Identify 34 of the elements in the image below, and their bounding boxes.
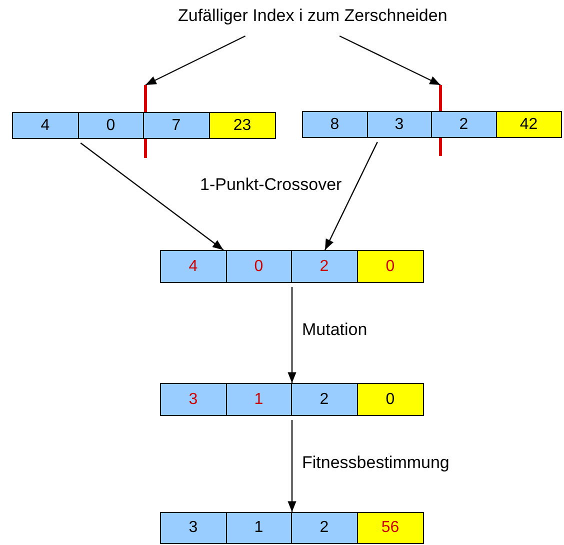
step-label: 1-Punkt-Crossover	[200, 175, 342, 195]
array-cell: 7	[144, 113, 210, 138]
array-box	[160, 383, 424, 416]
array-cell: 3	[368, 112, 432, 137]
array-cell: 8	[303, 112, 368, 137]
edge-label: Fitnessbestimmung	[302, 453, 450, 473]
arrow	[80, 142, 224, 250]
array-cell: 4	[13, 113, 78, 138]
arrow	[145, 35, 246, 86]
array-cell: 0	[78, 113, 144, 138]
array-cell: 42	[496, 112, 561, 137]
array-cell: 4	[161, 251, 226, 282]
array-cell: 3	[161, 384, 226, 415]
array-box	[12, 112, 276, 139]
array-cell: 0	[358, 384, 423, 415]
arrow	[339, 35, 441, 86]
array-cell: 3	[161, 513, 226, 543]
arrow	[288, 287, 296, 383]
array-cell: 1	[226, 384, 292, 415]
arrow	[288, 420, 296, 512]
array-cell: 0	[358, 251, 423, 282]
array-box	[302, 111, 562, 138]
array-cell: 56	[358, 513, 423, 543]
annotation-text: Zufälliger Index i zum Zerschneiden	[178, 6, 448, 32]
array-cell: 0	[226, 251, 292, 282]
array-cell: 1	[226, 513, 292, 543]
array-box	[160, 250, 424, 283]
array-cell: 2	[292, 513, 358, 543]
array-cell: 23	[210, 113, 275, 138]
array-cell: 2	[432, 112, 496, 137]
array-cell: 2	[292, 384, 358, 415]
array-cell: 2	[292, 251, 358, 282]
arrow	[324, 142, 378, 250]
array-box	[160, 512, 424, 544]
